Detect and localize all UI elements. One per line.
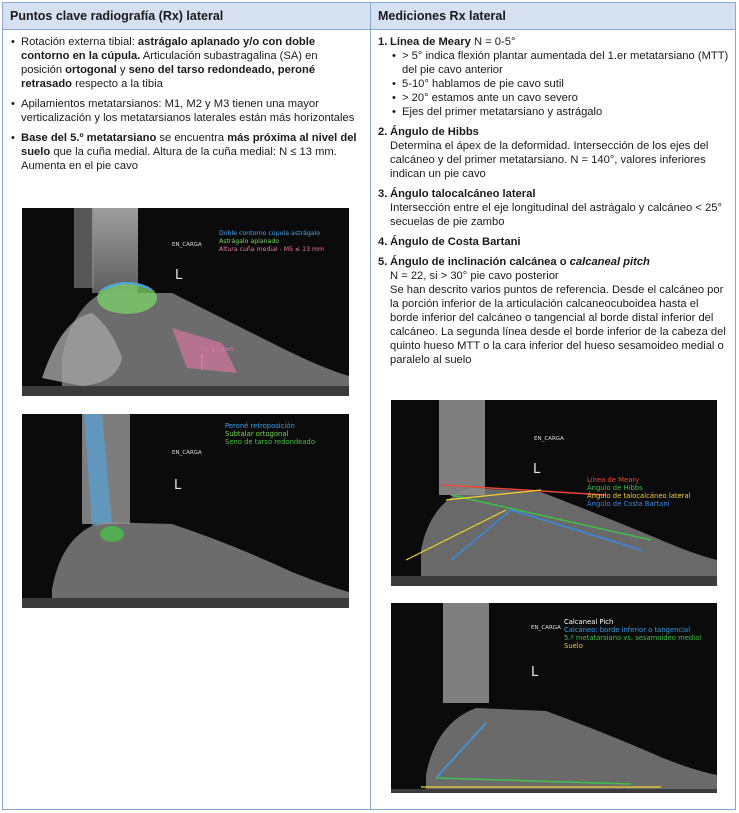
text: Apilamientos metatarsianos: M1, M2 y M3 … <box>21 98 355 124</box>
left-column: Rotación externa tibial: astrágalo aplan… <box>9 35 359 179</box>
right-column-header: Mediciones Rx lateral <box>371 3 735 30</box>
legend-item: Calcáneo: borde inferior o tangencial <box>564 626 691 634</box>
legend-item: Calcaneal Pich <box>564 618 614 626</box>
legend: Calcaneal Pich Calcáneo: borde inferior … <box>564 618 701 650</box>
text: se encuentra <box>156 132 228 144</box>
text: respecto a la tibia <box>72 78 163 90</box>
measure-item-4: 4. Ángulo de Costa Bartani <box>378 235 730 249</box>
measure-item-3: 3. Ángulo talocalcáneo lateral Intersecc… <box>378 187 730 229</box>
side-marker: L <box>533 462 541 477</box>
item-title: Línea de Meary <box>390 36 471 48</box>
sub-item: Ejes del primer metatarsiano y astrágalo <box>390 105 730 119</box>
legend-item: Ángulo de Costa Bartani <box>587 500 670 508</box>
bold-text: seno del tarso redondeado, peroné retras… <box>21 64 316 90</box>
measure-item-5: 5. Ángulo de inclinación calcánea o calc… <box>378 255 730 367</box>
legend: Doble contorno cúpula astrágalo Astrágal… <box>219 230 324 254</box>
legend: Línea de Meary Ángulo de Hibbs Ángulo de… <box>587 476 691 508</box>
item-number: 3. <box>378 188 388 200</box>
side-marker: L <box>175 268 183 283</box>
xray-image-fibula: EN_CARGA L Peroné retroposición Subtalar… <box>22 414 349 608</box>
measurement-label: ← 13 mm <box>204 346 234 353</box>
legend-item: Doble contorno cúpula astrágalo <box>219 230 321 237</box>
side-marker: L <box>174 478 182 493</box>
xray-image-calcaneal-pitch: EN_CARGA L Calcaneal Pich Calcáneo: bord… <box>391 603 717 793</box>
legend: Peroné retroposición Subtalar ortogonal … <box>225 422 315 446</box>
column-divider <box>370 3 371 809</box>
legend-item: Seno de tarso redondeado <box>225 438 316 446</box>
item-body: Determina el ápex de la deformidad. Inte… <box>390 140 709 180</box>
item-title: Ángulo de inclinación calcánea o <box>390 256 570 268</box>
item-title-extra: N = 0-5° <box>470 36 516 48</box>
item-body: N = 22, si > 30° pie cavo posterior Se h… <box>390 270 726 366</box>
bold-text: astrágalo aplanado y/o con doble contorn… <box>21 36 316 62</box>
talus-overlay <box>97 282 157 314</box>
legend-item: Subtalar ortogonal <box>225 430 289 438</box>
legend-item: Altura cuña medial - M5 ≤ 13 mm <box>219 246 325 253</box>
legend-item: Ángulo de Hibbs <box>587 484 643 492</box>
bold-text: Base del 5.º metatarsiano <box>21 132 157 144</box>
legend-item: Astrágalo aplanado <box>219 238 280 245</box>
item-number: 1. <box>378 36 388 48</box>
left-column-header: Puntos clave radiografía (Rx) lateral <box>3 3 370 30</box>
measure-item-1: 1. Línea de Meary N = 0-5° > 5° indica f… <box>378 35 730 119</box>
text: y <box>116 64 129 76</box>
weight-bearing-label: EN_CARGA <box>531 625 561 631</box>
side-marker: L <box>531 665 539 680</box>
item-title: Ángulo de Costa Bartani <box>390 236 521 248</box>
legend-item: 5.º metatarsiano vs. sesamoideo medial <box>564 634 702 642</box>
item-number: 4. <box>378 236 388 248</box>
weight-bearing-label: EN_CARGA <box>172 242 202 248</box>
bold-text: ortogonal <box>65 64 117 76</box>
sub-item: > 20° estamos ante un cavo severo <box>390 91 730 105</box>
left-item-3: Base del 5.º metatarsiano se encuentra m… <box>9 131 359 173</box>
text: Articulación subastragalina (SA) en posi… <box>21 50 318 76</box>
item-title-italic: calcaneal pitch <box>569 256 650 268</box>
legend-item: Ángulo de talocalcáneo lateral <box>587 492 691 500</box>
measure-item-2: 2. Ángulo de Hibbs Determina el ápex de … <box>378 125 730 181</box>
item-title: Ángulo de Hibbs <box>390 126 479 138</box>
item-number: 2. <box>378 126 388 138</box>
item-body: Intersección entre el eje longitudinal d… <box>390 202 722 228</box>
text: Rotación externa tibial: <box>21 36 138 48</box>
sub-item: > 5° indica flexión plantar aumentada de… <box>390 49 730 77</box>
sub-item: 5-10° hablamos de pie cavo sutil <box>390 77 730 91</box>
item-title: Ángulo talocalcáneo lateral <box>390 188 536 200</box>
sub-list: > 5° indica flexión plantar aumentada de… <box>390 49 730 119</box>
weight-bearing-label: EN_CARGA <box>534 436 564 442</box>
legend-item: Suelo <box>564 642 583 650</box>
bold-text: más próxima al nivel del suelo <box>21 132 357 158</box>
xray-image-talar-dome: EN_CARGA L Doble contorno cúpula astrága… <box>22 208 349 396</box>
left-item-1: Rotación externa tibial: astrágalo aplan… <box>9 35 359 91</box>
legend-item: Línea de Meary <box>587 476 640 484</box>
left-item-2: Apilamientos metatarsianos: M1, M2 y M3 … <box>9 97 359 125</box>
weight-bearing-label: EN_CARGA <box>172 450 202 456</box>
xray-image-angles: EN_CARGA L Línea de Meary Ángulo de Hibb… <box>391 400 717 586</box>
text: que la cuña medial. Altura de la cuña me… <box>21 146 337 172</box>
item-number: 5. <box>378 256 388 268</box>
right-column: 1. Línea de Meary N = 0-5° > 5° indica f… <box>378 35 730 373</box>
legend-item: Peroné retroposición <box>225 422 295 430</box>
